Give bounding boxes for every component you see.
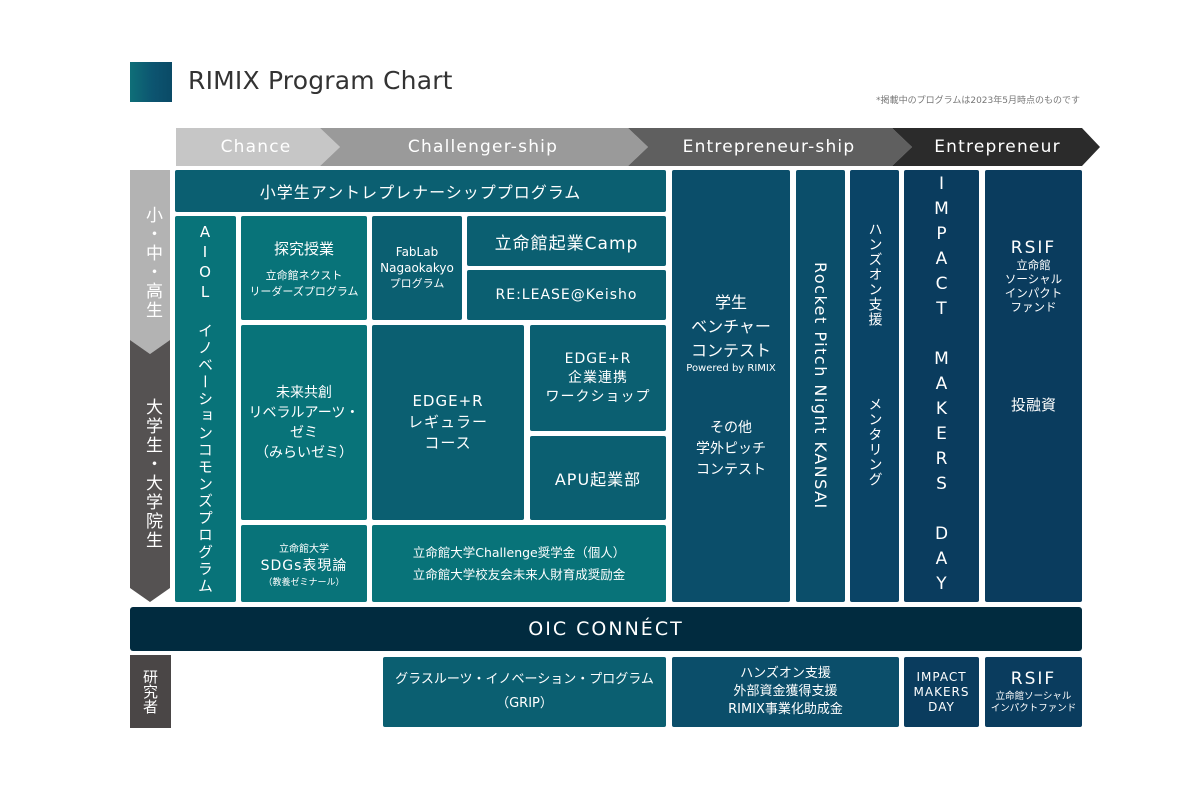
- program-label: ハンズオン支援: [740, 666, 831, 681]
- audience-bar-researcher: 研究者: [130, 655, 171, 728]
- audience-bar-k12: [130, 170, 170, 354]
- program-label: MAKERS: [913, 684, 970, 699]
- program-grip: グラスルーツ・イノベーション・プログラム （GRIP）: [383, 657, 666, 727]
- stage-label-entrepreneurship: Entrepreneur-ship: [682, 137, 856, 157]
- stage-arrow-chance: [176, 128, 340, 166]
- audience-bar-university: [130, 340, 170, 602]
- program-label: （GRIP）: [496, 696, 553, 711]
- audience-label-university: 大学生・大学院生: [142, 398, 162, 550]
- stage-label-entrepreneur: Entrepreneur: [934, 137, 1061, 157]
- program-label: プログラム: [389, 277, 445, 290]
- program-label: 投融資: [1010, 396, 1056, 414]
- stage-arrow-challenger: [320, 128, 648, 166]
- program-mirai-seminar: 未来共創 リベラルアーツ・ ゼミ （みらいゼミ）: [241, 325, 367, 520]
- program-label: レギュラー: [407, 413, 488, 431]
- program-label: コンテスト: [690, 341, 771, 360]
- program-title: RSIF: [1010, 669, 1057, 689]
- program-label: DAY: [928, 699, 955, 714]
- program-elementary-entrepreneurship: 小学生アントレプレナーシッププログラム: [175, 170, 666, 212]
- program-handson-mentoring: ハンズオン支援 メンタリング: [850, 170, 899, 602]
- logo-mark: [130, 62, 172, 102]
- stage-arrow-entrepreneurship: [628, 128, 912, 166]
- program-label: ベンチャー: [691, 317, 771, 336]
- program-label: 企業連携: [568, 369, 628, 386]
- program-edge-regular: EDGE+R レギュラー コース: [372, 325, 524, 520]
- program-label: その他: [710, 420, 752, 436]
- program-label: 立命館大学Challenge奨学金（個人）: [412, 544, 626, 560]
- program-label: リベラルアーツ・: [248, 404, 360, 421]
- program-rocket-pitch-night: Rocket Pitch Night KANSAI: [796, 170, 845, 602]
- program-label: RIMIX事業化助成金: [728, 702, 843, 717]
- program-ritsumeikan-camp: 立命館起業Camp: [467, 216, 666, 266]
- program-label: IMPACT: [916, 669, 967, 684]
- program-label: 外部資金獲得支援: [733, 684, 838, 699]
- program-label: ゼミ: [290, 424, 318, 441]
- program-label: RE:LEASE@Keisho: [495, 287, 638, 303]
- program-label: インパクトファンド: [990, 703, 1077, 714]
- program-label: メンタリング: [866, 397, 883, 487]
- program-powered-by: Powered by RIMIX: [686, 363, 776, 374]
- program-label: SDGs表現論: [260, 557, 348, 574]
- stage-label-challenger: Challenger-ship: [407, 137, 559, 157]
- program-label: AIOL イノベーションコモンズプログラム: [196, 223, 214, 595]
- program-research-impact-makers-day: IMPACT MAKERS DAY: [904, 657, 979, 727]
- program-label: 立命館ソーシャル: [995, 691, 1072, 702]
- program-student-venture-contest: 学生 ベンチャー コンテスト Powered by RIMIX その他 学外ピッ…: [672, 170, 790, 602]
- program-edge-corporate: EDGE+R 企業連携 ワークショップ: [530, 325, 666, 431]
- audience-label-researcher: 研究者: [141, 669, 159, 714]
- program-label: コンテスト: [696, 462, 766, 478]
- program-label: APU起業部: [554, 470, 642, 489]
- program-fablab: FabLab Nagaokakyo プログラム: [372, 216, 462, 320]
- oic-connect-bar: OIC CONNÉCT: [130, 607, 1082, 651]
- program-label: ワークショップ: [545, 388, 651, 405]
- program-label: EDGE+R: [412, 392, 484, 410]
- program-label: （教養ゼミナール）: [263, 577, 345, 588]
- program-apu-kigyobu: APU起業部: [530, 436, 666, 520]
- program-label: ハンズオン支援: [866, 222, 883, 327]
- date-note: *掲載中のプログラムは2023年5月時点のものです: [876, 96, 1080, 106]
- program-label: 立命館: [1016, 258, 1051, 272]
- oic-connect-label: OIC CONNÉCT: [528, 618, 684, 640]
- program-label: 学外ピッチ: [696, 441, 766, 457]
- program-scholarship: 立命館大学Challenge奨学金（個人） 立命館大学校友会未来人財育成奨励金: [372, 525, 666, 602]
- page-title: RIMIX Program Chart: [188, 66, 453, 95]
- program-research-support: ハンズオン支援 外部資金獲得支援 RIMIX事業化助成金: [672, 657, 899, 727]
- program-subtitle: 立命館ネクスト: [265, 268, 343, 282]
- program-label: Nagaokakyo: [380, 261, 454, 275]
- program-rsif: RSIF 立命館 ソーシャル インパクト ファンド 投融資: [985, 170, 1082, 602]
- program-label: 立命館大学校友会未来人財育成奨励金: [412, 566, 626, 582]
- program-label: グラスルーツ・イノベーション・プログラム: [395, 672, 654, 687]
- program-label: FabLab: [395, 245, 439, 259]
- program-label: 学生: [714, 293, 747, 312]
- audience-label-k12: 小・中・高生: [142, 206, 162, 320]
- program-sdgs: 立命館大学 SDGs表現論 （教養ゼミナール）: [241, 525, 367, 602]
- program-release-keisho: RE:LEASE@Keisho: [467, 270, 666, 320]
- program-research-rsif: RSIF 立命館ソーシャル インパクトファンド: [985, 657, 1082, 727]
- program-label: ファンド: [1010, 300, 1057, 314]
- stage-label-chance: Chance: [220, 137, 292, 157]
- program-label: IMPACT MAKERS DAY: [931, 173, 952, 599]
- program-label: （みらいゼミ）: [255, 444, 353, 461]
- stage-arrow-entrepreneur: [892, 128, 1100, 166]
- program-label: ソーシャル: [1004, 272, 1063, 286]
- program-tankyu: 探究授業 立命館ネクスト リーダーズプログラム: [241, 216, 367, 320]
- program-label: 立命館起業Camp: [494, 233, 639, 254]
- program-label: 未来共創: [276, 384, 332, 401]
- program-subtitle: リーダーズプログラム: [249, 284, 359, 298]
- program-title: 探究授業: [273, 239, 334, 258]
- program-label: インパクト: [1004, 286, 1063, 300]
- program-label: Rocket Pitch Night KANSAI: [811, 262, 830, 510]
- program-label: 立命館大学: [279, 543, 329, 555]
- program-impact-makers-day: IMPACT MAKERS DAY: [904, 170, 979, 602]
- program-label: EDGE+R: [564, 350, 632, 367]
- program-aiol: AIOL イノベーションコモンズプログラム: [175, 216, 236, 602]
- program-label: コース: [424, 434, 472, 452]
- program-label: 小学生アントレプレナーシッププログラム: [259, 183, 582, 202]
- program-title: RSIF: [1010, 238, 1057, 258]
